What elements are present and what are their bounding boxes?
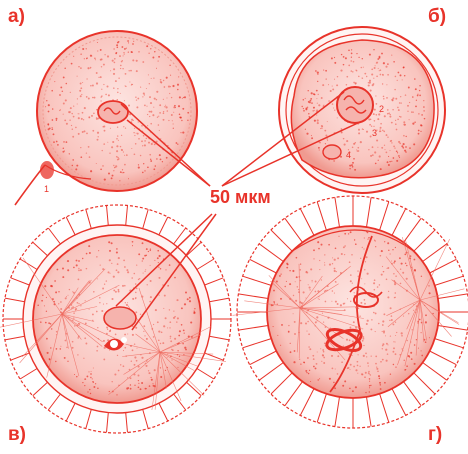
panel-label-b: б): [428, 6, 446, 28]
annotation-3: 3: [372, 128, 377, 138]
panel-label-a: а): [8, 6, 25, 28]
panel-a-cell: [15, 31, 197, 205]
annotation-4: 4: [346, 150, 351, 160]
panel-g-cell: [233, 196, 468, 428]
panel-label-g: г): [428, 424, 442, 446]
annotation-2: 2: [379, 104, 384, 114]
panel-label-v: в): [8, 424, 26, 446]
annotation-1: 1: [44, 184, 49, 194]
panel-b-cell: 2 3 4: [279, 27, 445, 193]
panel-v-cell: [0, 205, 231, 433]
scale-bar-label: 50 мкм: [207, 187, 274, 208]
panel-b-polar-body: [323, 145, 341, 159]
